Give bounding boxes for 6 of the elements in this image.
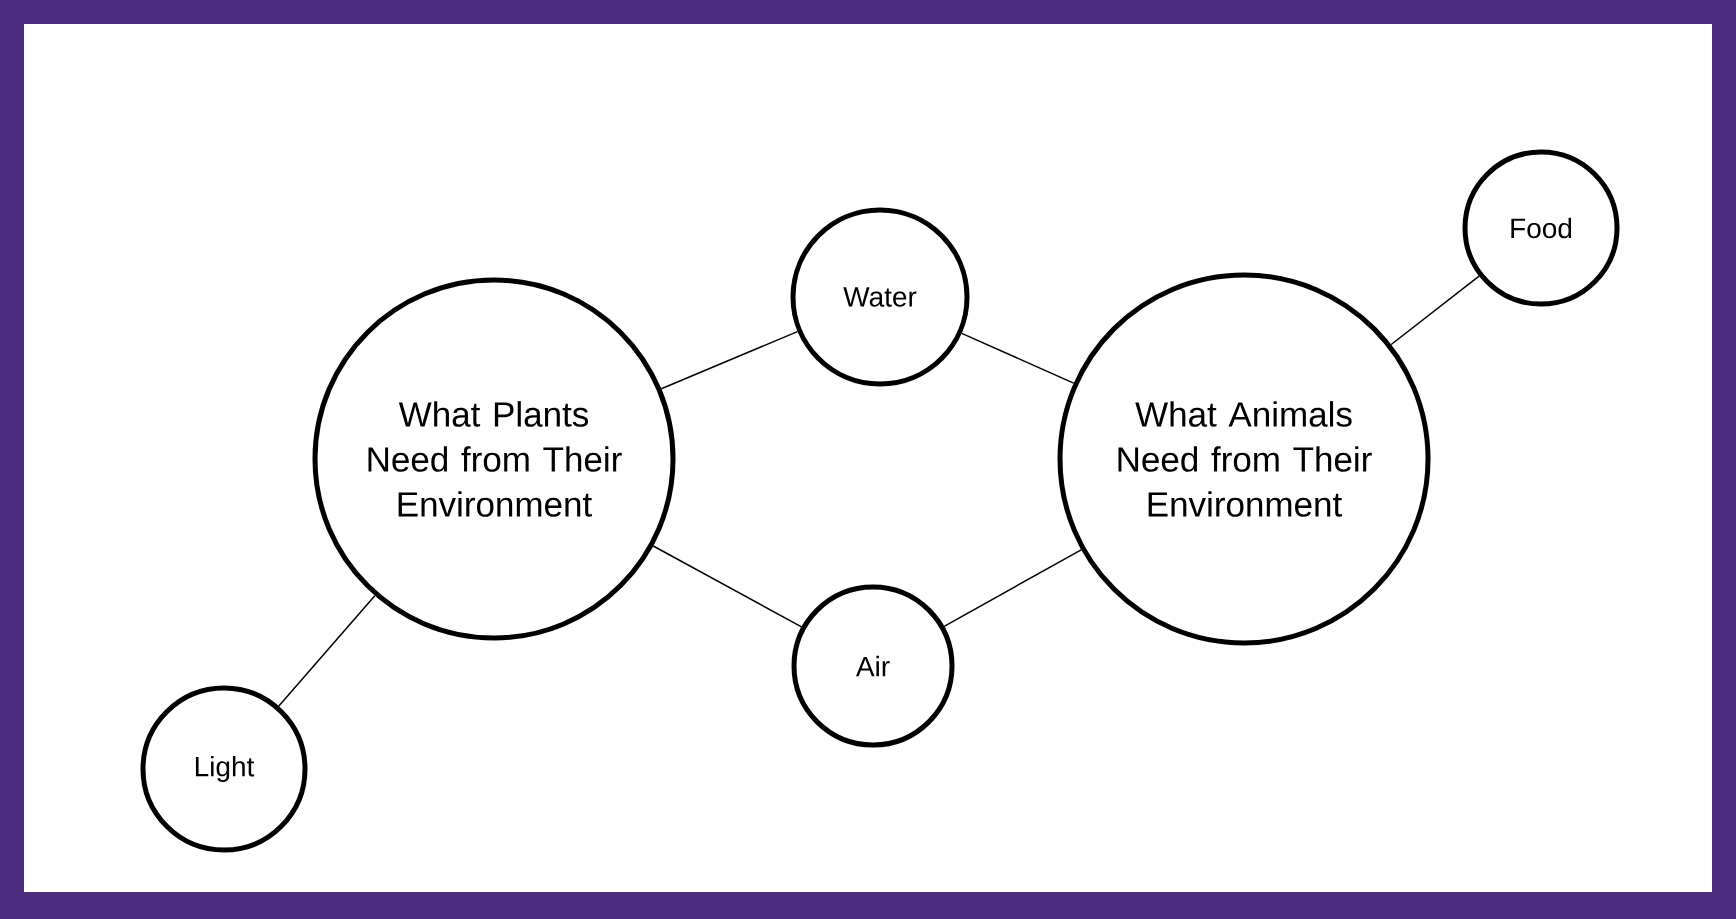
connector-line <box>1390 275 1480 346</box>
connector-line <box>660 330 799 390</box>
connector-line <box>278 595 376 707</box>
connector-line <box>943 549 1082 628</box>
connector-line <box>652 545 803 628</box>
connector-line <box>961 332 1075 384</box>
